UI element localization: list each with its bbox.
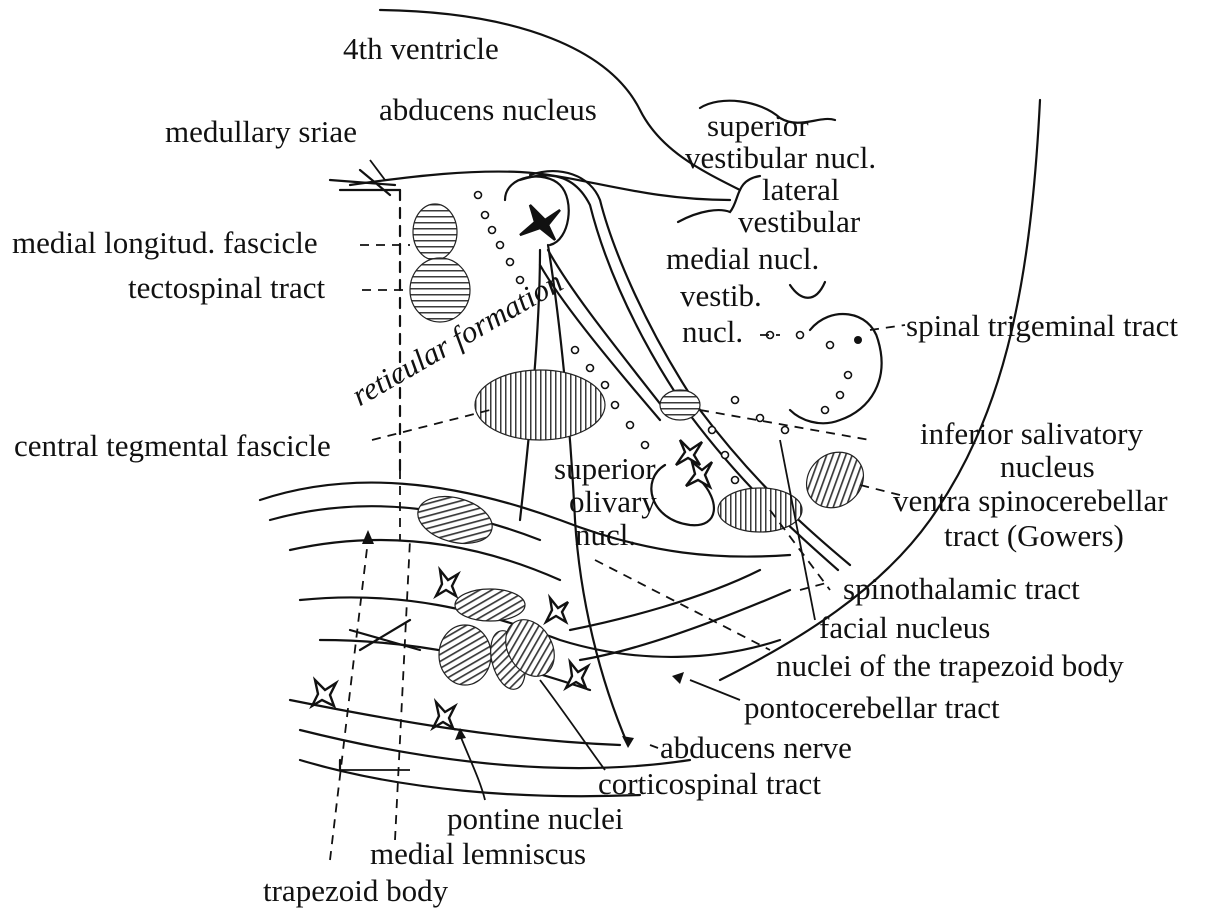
label-trapezoid-body: trapezoid body (263, 875, 448, 906)
label-medial-vestibular-2: vestib. (680, 280, 762, 311)
label-facial-nucleus: facial nucleus (819, 612, 990, 643)
central-tegmental-area (475, 370, 605, 440)
label-lateral-vestibular-2: vestibular (738, 206, 860, 237)
pontine-neuron-3 (566, 662, 588, 688)
label-superior-vestibular-1: superior (707, 110, 809, 141)
label-inferior-salivatory-2: nucleus (1000, 451, 1095, 482)
spinal-trigeminal-tract-area (660, 390, 700, 420)
abducens-neuron (520, 205, 560, 240)
ventral-spinocerebellar-area (795, 441, 874, 519)
corticospinal-bundle-1 (455, 589, 525, 621)
label-superior-olivary-1: superior (554, 453, 656, 484)
label-inferior-salivatory-1: inferior salivatory (920, 418, 1143, 449)
label-abducens-nucleus: abducens nucleus (379, 94, 597, 125)
label-lateral-vestibular-1: lateral (762, 174, 839, 205)
label-medullary-striae: medullary sriae (165, 116, 357, 147)
medullary-striae-lines (330, 170, 400, 195)
label-superior-olivary-2: olivary (569, 486, 657, 517)
label-ventral-spinocerebellar-1: ventra spinocerebellar (893, 485, 1168, 516)
label-ventral-spinocerebellar-2: tract (Gowers) (944, 520, 1124, 551)
label-medial-longitudinal-fascicle: medial longitud. fascicle (12, 227, 318, 258)
label-tectospinal-tract: tectospinal tract (128, 272, 325, 303)
mlf-area (413, 204, 457, 260)
label-medial-vestibular-3: nucl. (682, 316, 743, 347)
pontine-neuron-2 (546, 598, 568, 622)
spinal-trigeminal-outline (790, 314, 882, 423)
facial-nucleus-area (718, 488, 802, 532)
corticospinal-bundle-2 (439, 625, 491, 685)
label-spinal-trigeminal-tract: spinal trigeminal tract (906, 310, 1178, 341)
pontine-neuron-1 (436, 570, 458, 596)
facial-neuron-1 (676, 440, 702, 465)
label-spinothalamic-tract: spinothalamic tract (843, 573, 1080, 604)
label-medial-lemniscus: medial lemniscus (370, 838, 586, 869)
label-pontocerebellar-tract: pontocerebellar tract (744, 692, 1000, 723)
label-superior-vestibular-2: vestibular nucl. (685, 142, 876, 173)
label-corticospinal-tract: corticospinal tract (598, 768, 821, 799)
label-nuclei-trapezoid-body: nuclei of the trapezoid body (776, 650, 1124, 681)
pontine-neuron-4 (312, 680, 336, 706)
label-4th-ventricle: 4th ventricle (343, 33, 499, 64)
label-abducens-nerve: abducens nerve (660, 732, 852, 763)
pontine-neuron-5 (433, 702, 455, 728)
label-medial-vestibular-1: medial nucl. (666, 243, 819, 274)
label-pontine-nuclei: pontine nuclei (447, 803, 623, 834)
label-central-tegmental-fascicle: central tegmental fascicle (14, 430, 331, 461)
tectospinal-area (410, 258, 470, 322)
label-superior-olivary-3: nucl. (575, 519, 636, 550)
